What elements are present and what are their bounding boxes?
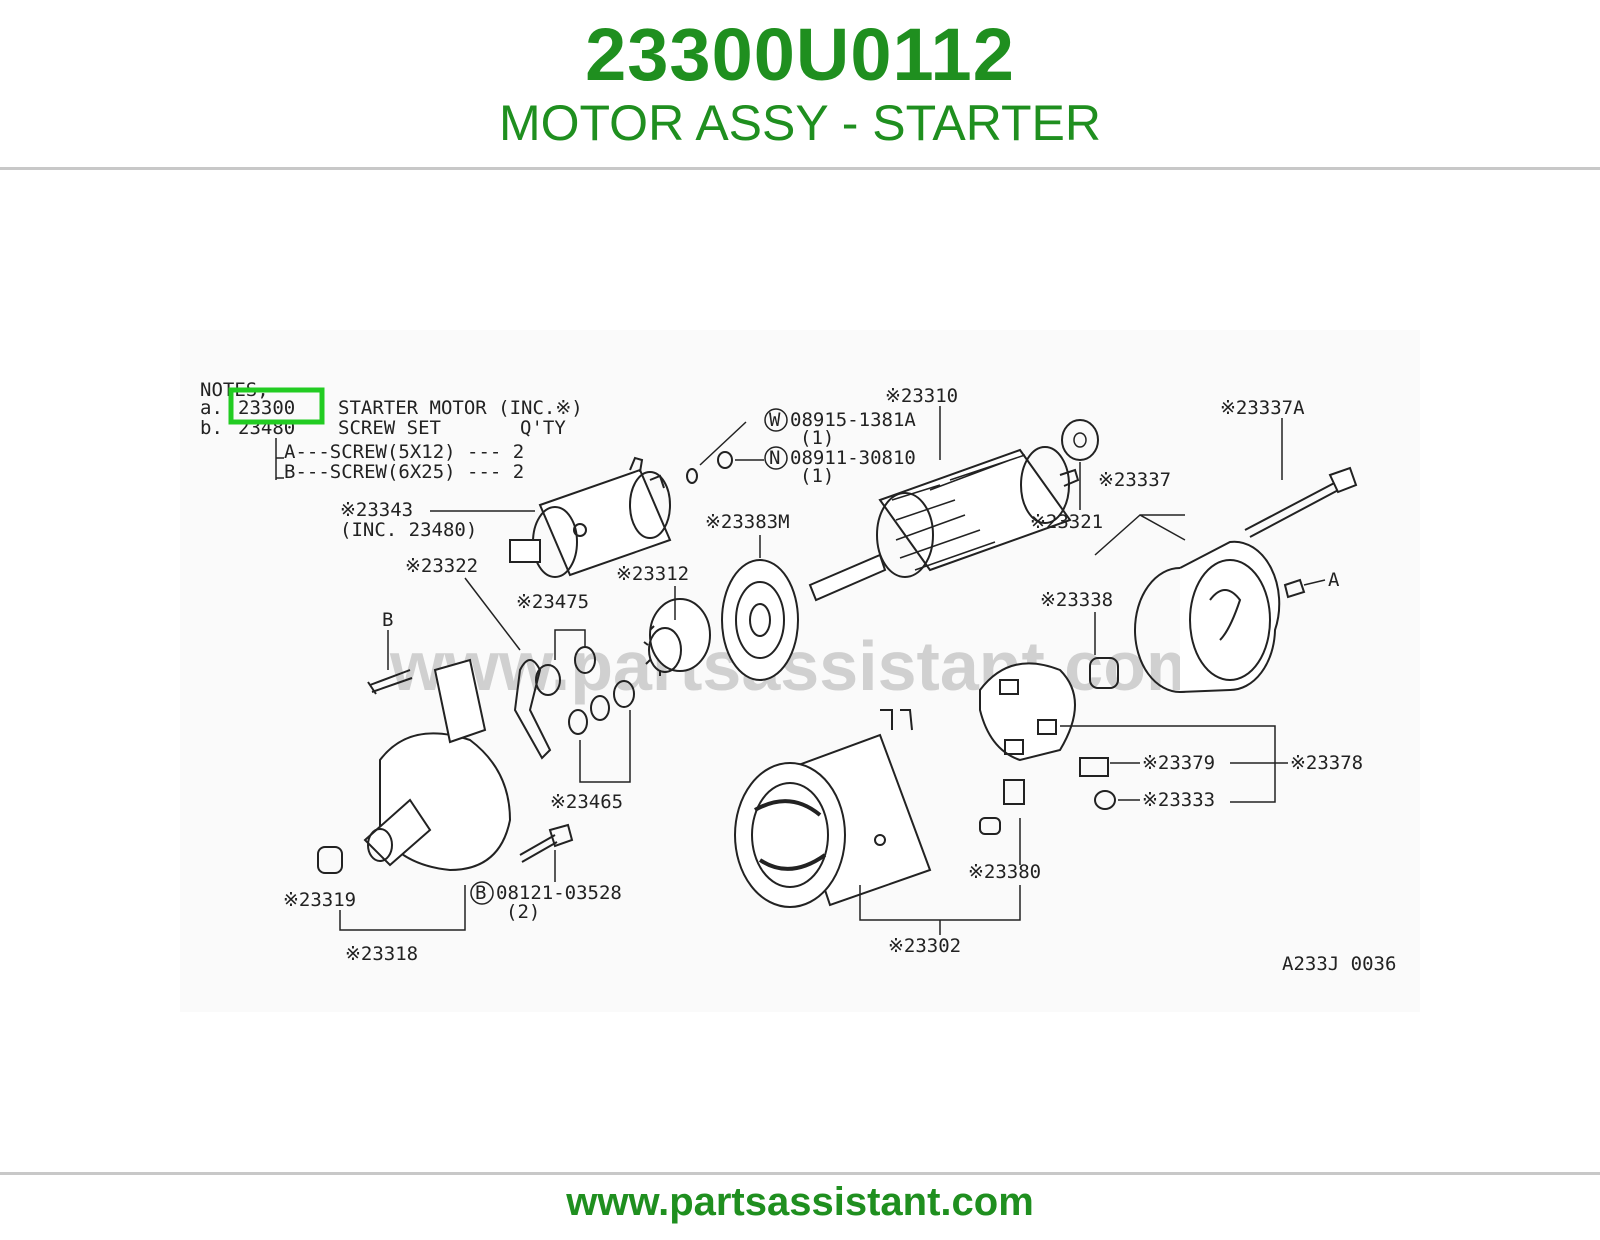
notes-a-part[interactable]: 23300 (238, 397, 295, 419)
clutch-cover-23383m[interactable] (721, 559, 799, 681)
leader-23465 (579, 710, 631, 783)
callout-23379: ※23379 (1142, 752, 1215, 774)
callout-23302: ※23302 (888, 935, 961, 957)
washer-w[interactable] (686, 468, 698, 484)
parts-diagram: www.partsassistant.com NOTES, a. 23300 S… (180, 330, 1420, 1012)
notes-a-desc: STARTER MOTOR (INC.※) (338, 397, 583, 419)
cap-23380[interactable] (979, 817, 1001, 835)
b-marker: B (475, 882, 486, 904)
callout-23337a: ※23337A (1220, 397, 1305, 419)
armature-23310[interactable] (808, 446, 1080, 602)
b-marker-circle (470, 881, 494, 905)
yoke-23302[interactable] (734, 709, 932, 908)
label-b: B (382, 609, 393, 631)
callout-23337: ※23337 (1098, 469, 1171, 491)
callout-08911: 08911-30810 (790, 447, 916, 469)
leader-23322 (464, 577, 521, 651)
leader-23475 (554, 629, 586, 660)
callout-23465: ※23465 (550, 791, 623, 813)
gear-case-23318[interactable] (363, 658, 512, 872)
washer-set-23465[interactable] (568, 680, 635, 735)
brush-23379[interactable] (1079, 757, 1109, 777)
callout-08121-qty: (2) (506, 901, 540, 923)
rear-cover-23337[interactable] (1134, 540, 1281, 693)
bolt-08121[interactable] (519, 823, 574, 863)
leader-23302 (859, 885, 1021, 921)
label-a: A (1328, 569, 1340, 591)
bushing-23319[interactable] (317, 846, 343, 874)
footer-url[interactable]: www.partsassistant.com (566, 1180, 1034, 1224)
leader-a (1303, 579, 1326, 586)
part-name-subtitle: MOTOR ASSY - STARTER (499, 95, 1101, 151)
screw-b[interactable] (367, 669, 413, 695)
bolt-a[interactable] (1283, 578, 1306, 599)
w-marker-circle (764, 408, 788, 432)
diagram-code: A233J 0036 (1282, 953, 1396, 975)
washer-23321-hole (1073, 432, 1087, 448)
part-highlight-box (228, 387, 325, 425)
leader-23378 (1060, 725, 1288, 803)
callout-08911-qty: (1) (800, 465, 834, 487)
notes-bracket (275, 438, 284, 480)
callout-23380: ※23380 (968, 861, 1041, 883)
notes-screw-b: B---SCREW(6X25) --- 2 (284, 461, 524, 483)
page-header: 23300U0112 MOTOR ASSY - STARTER (0, 0, 1600, 168)
w-marker: W (769, 409, 781, 431)
notes-a-prefix: a. (200, 397, 223, 419)
callout-23378: ※23378 (1290, 752, 1363, 774)
callout-08915-qty: (1) (800, 427, 834, 449)
callout-23319: ※23319 (283, 889, 356, 911)
leader-23318 (339, 885, 466, 931)
n-marker: N (769, 447, 780, 469)
callout-23333: ※23333 (1142, 789, 1215, 811)
callout-23310: ※23310 (885, 385, 958, 407)
nut-n[interactable] (717, 451, 733, 469)
callout-23343-inc: (INC. 23480) (340, 519, 477, 541)
bushing-23338[interactable] (1089, 657, 1119, 689)
diagram-svg: www.partsassistant.com NOTES, a. 23300 S… (200, 379, 1396, 975)
pinion-23312[interactable] (643, 598, 711, 676)
brush-holder-plate[interactable] (979, 662, 1076, 762)
lever-23322[interactable] (513, 659, 552, 760)
callout-23321: ※23321 (1030, 511, 1103, 533)
callout-08121: 08121-03528 (496, 882, 622, 904)
leader-23337 (1094, 514, 1186, 556)
notes-b-desc: SCREW SET (338, 417, 441, 439)
leader-w (699, 421, 747, 466)
callout-23383m: ※23383M (705, 511, 790, 533)
header-divider (0, 167, 1600, 170)
through-bolt-23337a[interactable] (1244, 466, 1358, 538)
n-marker-circle (764, 446, 788, 470)
spring-23333[interactable] (1094, 790, 1116, 810)
callout-23338: ※23338 (1040, 589, 1113, 611)
notes-screw-a: A---SCREW(5X12) --- 2 (284, 441, 524, 463)
footer-divider (0, 1172, 1600, 1175)
callout-23343: ※23343 (340, 499, 413, 521)
part-number-title: 23300U0112 (585, 13, 1015, 96)
callout-23318: ※23318 (345, 943, 418, 965)
callout-08915: 08915-1381A (790, 409, 916, 431)
notes-b-prefix: b. (200, 417, 223, 439)
solenoid-23343[interactable] (509, 456, 672, 578)
callout-23312: ※23312 (616, 563, 689, 585)
brush-23380[interactable] (1003, 779, 1025, 805)
callout-23322: ※23322 (405, 555, 478, 577)
notes-block: NOTES, a. 23300 STARTER MOTOR (INC.※) b.… (200, 379, 583, 483)
notes-qty-label: Q'TY (520, 417, 566, 439)
washer-23321[interactable] (1061, 419, 1099, 461)
callout-23475: ※23475 (516, 591, 589, 613)
